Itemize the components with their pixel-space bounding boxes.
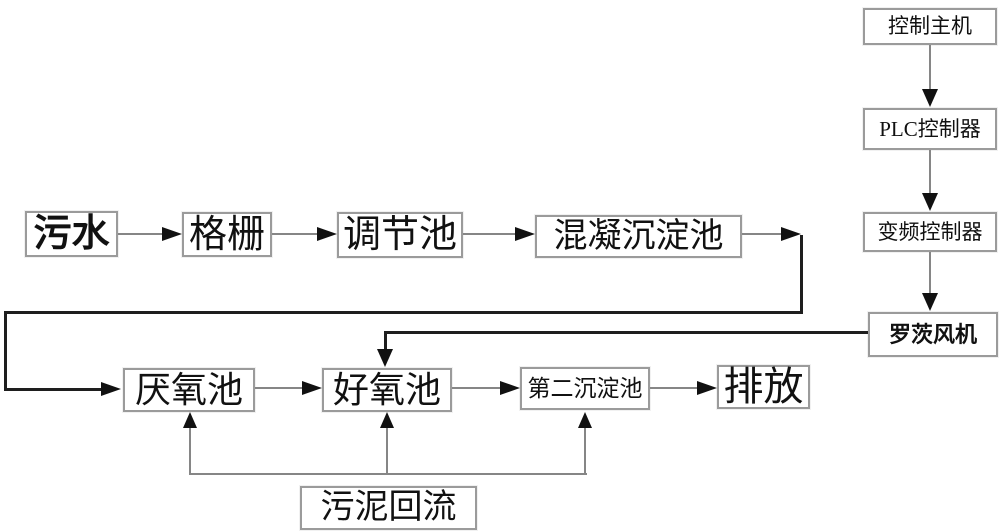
node-coagulation-tank-label: 混凝沉淀池 (553, 217, 724, 255)
edge-coagulation-corner-arrowhead-icon (781, 227, 801, 241)
node-anaerobic-tank-label: 厌氧池 (134, 370, 243, 410)
sludge-return-anaerobic-arrowhead-icon (183, 412, 197, 428)
sludge-return-manifold-line (189, 473, 587, 475)
node-plc-controller-label: PLC控制器 (879, 116, 981, 141)
node-vfd-controller: 变频控制器 (863, 212, 997, 252)
node-secondary-sedimentation-tank-label: 第二沉淀池 (527, 376, 643, 401)
path-blower-aerobic-arrowhead-icon (377, 349, 393, 367)
node-regulating-tank: 调节池 (337, 212, 463, 258)
edge-regulating-coagulation-arrowhead-icon (515, 227, 535, 241)
sludge-return-anaerobic-line (189, 426, 191, 475)
path-coagulation-anaerobic-entry-line (4, 388, 103, 391)
edge-aerobic-secondary-arrowhead-icon (500, 381, 520, 395)
sludge-return-aerobic-arrowhead-icon (380, 412, 394, 428)
node-vfd-controller-label: 变频控制器 (877, 219, 983, 244)
node-control-host: 控制主机 (863, 8, 997, 45)
edge-vfd-blower-arrowhead-icon (922, 293, 938, 311)
path-blower-aerobic-vertical (384, 331, 387, 352)
node-anaerobic-tank: 厌氧池 (123, 368, 255, 412)
edge-vfd-blower-line (929, 252, 931, 295)
node-bar-screen: 格栅 (182, 212, 272, 257)
edge-plc-vfd-line (929, 150, 931, 195)
sludge-return-secondary-arrowhead-icon (578, 412, 592, 428)
node-secondary-sedimentation-tank: 第二沉淀池 (520, 367, 650, 410)
edge-screen-regulating-line (272, 233, 320, 235)
path-blower-aerobic-horizontal (384, 331, 868, 334)
node-sludge-return: 污泥回流 (300, 486, 477, 530)
edge-host-plc-line (929, 45, 931, 91)
edge-aerobic-secondary-line (452, 387, 503, 389)
node-plc-controller: PLC控制器 (863, 108, 997, 150)
edge-anaerobic-aerobic-line (255, 387, 305, 389)
node-discharge-label: 排放 (723, 364, 804, 409)
node-coagulation-tank: 混凝沉淀池 (535, 215, 742, 258)
sludge-return-secondary-line (584, 426, 586, 475)
edge-host-plc-arrowhead-icon (922, 89, 938, 107)
node-roots-blower: 罗茨风机 (868, 312, 998, 357)
node-control-host-label: 控制主机 (888, 14, 972, 38)
node-sewage-label: 污水 (33, 213, 110, 255)
node-roots-blower-label: 罗茨风机 (888, 321, 977, 347)
node-sewage: 污水 (25, 211, 118, 257)
edge-plc-vfd-arrowhead-icon (922, 193, 938, 211)
edge-screen-regulating-arrowhead-icon (317, 227, 337, 241)
path-coagulation-anaerobic-horizontal (4, 311, 803, 314)
path-coagulation-anaerobic-vertical-left (4, 311, 7, 390)
path-coagulation-anaerobic-arrowhead-icon (101, 382, 121, 396)
edge-regulating-coagulation-line (463, 233, 518, 235)
edge-secondary-discharge-line (650, 387, 700, 389)
node-aerobic-tank: 好氧池 (322, 368, 452, 412)
path-coagulation-anaerobic-vertical-right (800, 235, 803, 313)
edge-anaerobic-aerobic-arrowhead-icon (302, 381, 322, 395)
node-sludge-return-label: 污泥回流 (320, 489, 457, 526)
node-aerobic-tank-label: 好氧池 (332, 370, 441, 410)
sludge-return-aerobic-line (386, 426, 388, 475)
edge-secondary-discharge-arrowhead-icon (697, 381, 717, 395)
edge-coagulation-corner-line (742, 233, 784, 235)
node-bar-screen-label: 格栅 (188, 213, 265, 256)
edge-sewage-screen-line (118, 233, 166, 235)
node-regulating-tank-label: 调节池 (342, 214, 457, 256)
edge-sewage-screen-arrowhead-icon (162, 227, 182, 241)
node-discharge: 排放 (717, 365, 810, 409)
